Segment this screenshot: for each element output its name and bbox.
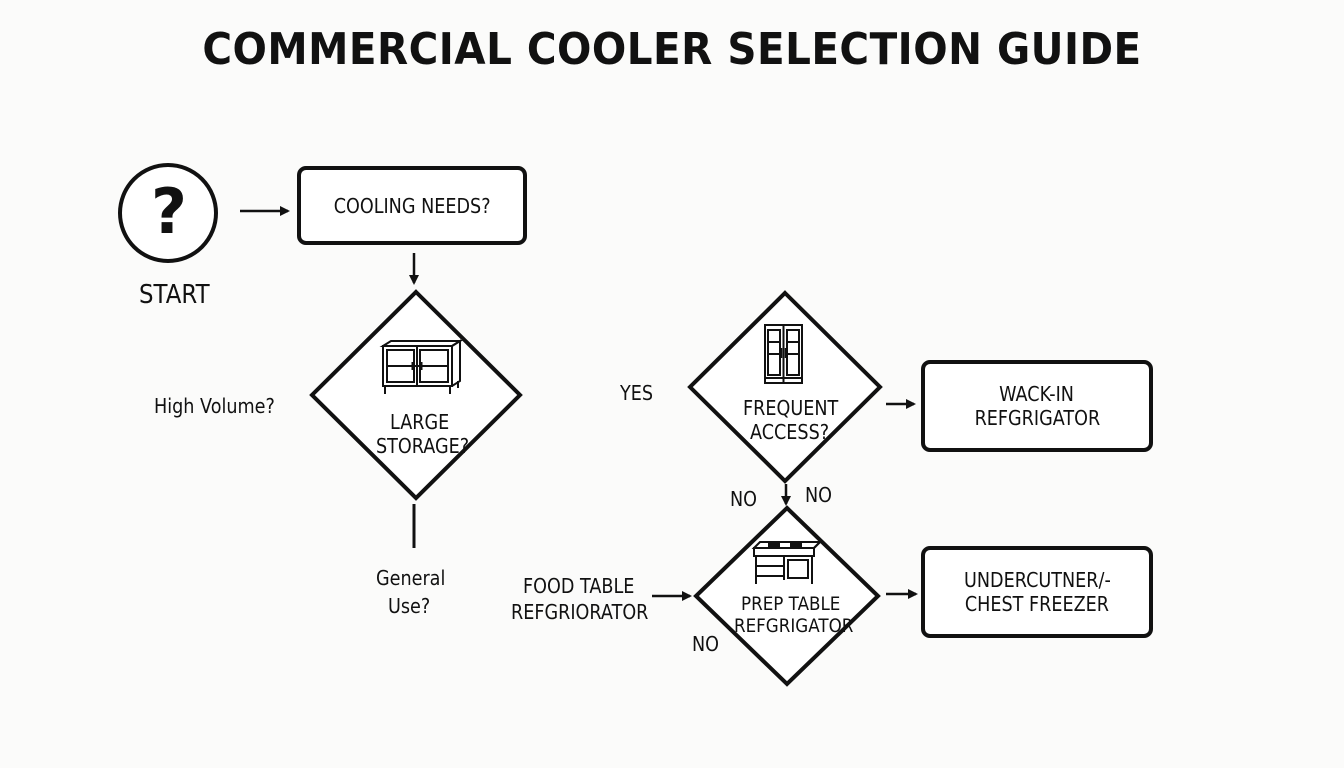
no-label-left: NO	[730, 487, 758, 511]
question-mark-icon: ?	[151, 175, 187, 248]
display-cooler-icon	[379, 339, 464, 394]
decision-large-storage	[309, 289, 523, 501]
general-use-label-line1: General	[376, 566, 446, 590]
box-walk-in-refrigerator: WACK-IN REFGRIGATOR	[921, 360, 1153, 452]
decision-frequent-access	[687, 290, 883, 484]
general-use-label-line2: Use?	[388, 594, 431, 618]
walk-in-label-line2: REFGRIGATOR	[974, 406, 1100, 430]
frequent-access-label-line2: ACCESS?	[750, 420, 830, 444]
high-volume-label: High Volume?	[154, 394, 275, 418]
box-undercounter-chest-freezer: UNDERCUTNER/- CHEST FREEZER	[921, 546, 1153, 638]
undercounter-label-line1: UNDERCUTNER/-	[963, 568, 1111, 592]
food-table-label-line2: REFGRIORATOR	[511, 600, 649, 624]
box-cooling-needs: COOLING NEEDS?	[297, 166, 527, 245]
large-storage-label-line1: LARGE	[390, 410, 450, 434]
prep-table-label-line1: PREP TABLE	[741, 593, 841, 615]
diagram-title: COMMERCIAL COOLER SELECTION GUIDE	[202, 24, 1142, 75]
double-door-fridge-icon	[764, 324, 803, 384]
decision-prep-table	[693, 505, 881, 687]
no-label-right: NO	[805, 483, 833, 507]
prep-table-icon	[751, 541, 823, 584]
walk-in-label-line1: WACK-IN	[999, 382, 1075, 406]
food-table-label-line1: FOOD TABLE	[523, 574, 635, 598]
yes-label: YES	[620, 381, 654, 405]
large-storage-label-line2: STORAGE?	[376, 434, 470, 458]
no-label-bottom: NO	[692, 632, 720, 656]
start-node	[118, 163, 218, 263]
start-label: START	[139, 280, 210, 310]
frequent-access-label-line1: FREQUENT	[743, 396, 839, 420]
cooling-needs-label: COOLING NEEDS?	[333, 193, 491, 218]
undercounter-label-line2: CHEST FREEZER	[964, 592, 1110, 616]
prep-table-label-line2: REFGRIGATOR	[734, 615, 854, 637]
